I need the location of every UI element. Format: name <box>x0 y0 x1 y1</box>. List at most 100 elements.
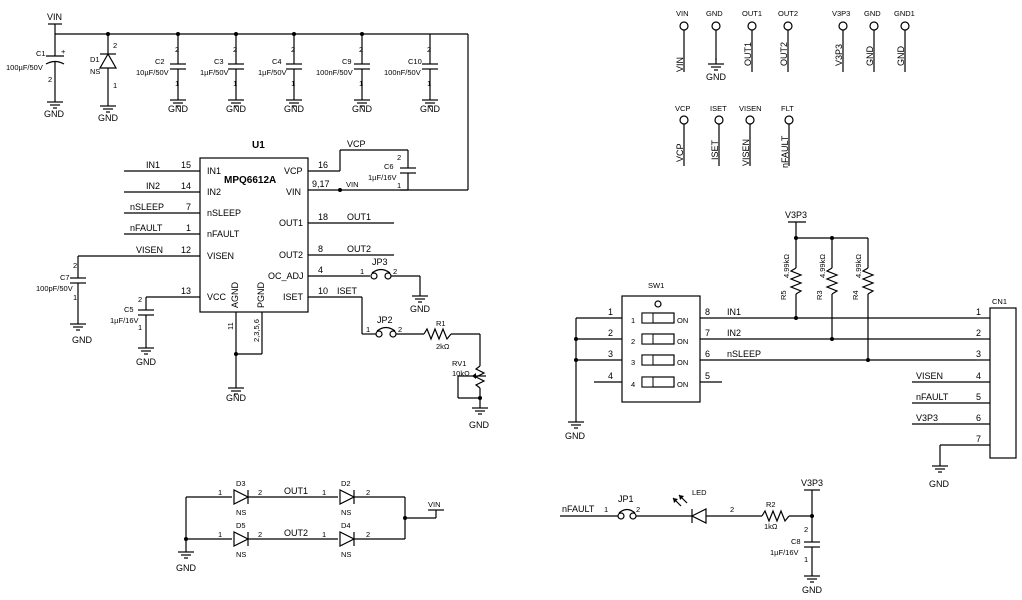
tp-gnd1-side: GND <box>896 46 906 67</box>
r4-value: 4.99kΩ <box>854 254 863 278</box>
tp-out2-top: OUT2 <box>778 9 798 18</box>
sw1-row-4: 4 4 ON 5 <box>594 371 722 389</box>
u1-right-pins: VCP 16 VIN 9,17 VIN OUT1 18 OUT1 OUT2 8 … <box>268 160 400 302</box>
c9-value: 100nF/50V <box>316 68 353 77</box>
capacitor-c1: C1 100µF/50V + 2 GND <box>6 34 66 119</box>
c8-pin1: 1 <box>804 555 808 564</box>
c9-ref: C9 <box>342 57 352 66</box>
c3-pin2: 2 <box>233 45 237 54</box>
d2-value: NS <box>341 508 351 517</box>
r1-value: 2kΩ <box>436 342 450 351</box>
d5-pin1: 1 <box>218 530 222 539</box>
r3-ref: R3 <box>815 290 824 300</box>
jp3-pin2: 2 <box>393 267 397 276</box>
u1-driver-ic: U1 MPQ6612A IN1 15 IN1 IN2 14 IN2 nSLEEP… <box>78 140 400 403</box>
sw1-row-1: 1 1 ON 8 IN1 <box>576 307 976 325</box>
tp-gnd1-top: GND1 <box>894 9 915 18</box>
d1-value: NS <box>90 67 100 76</box>
tp-visen-top: VISEN <box>739 104 762 113</box>
u1-pin-out1: OUT1 <box>279 218 303 228</box>
nsleep-net-label: nSLEEP <box>130 202 164 212</box>
tp-gnd2-top: GND <box>864 9 881 18</box>
diode-vin-label: VIN <box>428 500 441 509</box>
clamp-diodes: GND D3 NS 1 2 OUT1 1 D2 NS 2 D5 NS 1 2 O… <box>176 479 444 573</box>
c1-gnd-label: GND <box>44 109 65 119</box>
test-points-row-1: VIN VIN GND GND OUT1 OUT1 OUT2 OUT2 V3P3… <box>675 9 915 82</box>
iset-network: JP2 1 2 R1 2kΩ RV1 10kΩ GND <box>361 297 490 430</box>
tp-vcp-side: VCP <box>675 143 685 162</box>
tp-out2-side: OUT2 <box>779 42 789 66</box>
jp2-pin2: 2 <box>398 325 402 334</box>
c9-gnd-label: GND <box>352 104 373 114</box>
sw1-pin-3: 3 <box>608 349 613 359</box>
led-nfault-label: nFAULT <box>562 504 595 514</box>
c10-pin1: 1 <box>427 79 431 88</box>
d2-pin2: 2 <box>366 488 370 497</box>
c5-value: 1µF/16V <box>110 316 139 325</box>
u1-pin-nfault: nFAULT <box>207 229 240 239</box>
tp-out1-top: OUT1 <box>742 9 762 18</box>
c7-value: 100pF/50V <box>36 284 73 293</box>
u1-pin-18: 18 <box>318 212 328 222</box>
rv1-value: 10kΩ <box>452 369 470 378</box>
cn1-net-visen: VISEN <box>916 371 943 381</box>
cn1-pin-1: 1 <box>976 307 981 317</box>
sw1-on-1: ON <box>677 316 688 325</box>
nfault-led-circuit: nFAULT 1 JP1 2 LED 2 R2 1kΩ V3P3 C8 1µF/… <box>560 478 823 595</box>
jumper-jp3: JP3 1 2 GND <box>360 257 431 314</box>
tp-gnd-top: GND <box>706 9 723 18</box>
sw1-pin-7: 7 <box>705 328 710 338</box>
out2-net-label: OUT2 <box>347 244 371 254</box>
d3-value: NS <box>236 508 246 517</box>
sw1-on-2: ON <box>677 337 688 346</box>
c1-ref: C1 <box>36 49 46 58</box>
tp-out1-side: OUT1 <box>743 42 753 66</box>
d2-ref: D2 <box>341 479 351 488</box>
u1-pin-vcp: VCP <box>284 166 303 176</box>
sw1-pin-8: 8 <box>705 307 710 317</box>
capacitor-c9: C9 100nF/50V 2 1 GND <box>316 34 373 114</box>
jp2-ref: JP2 <box>377 315 393 325</box>
c9-pin2: 2 <box>359 45 363 54</box>
r2-value: 1kΩ <box>764 522 778 531</box>
cn1-net-v3p3: V3P3 <box>916 413 938 423</box>
u1-pin-in1: IN1 <box>207 166 221 176</box>
sw1-pin-5: 5 <box>705 371 710 381</box>
cn1-pin-6: 6 <box>976 413 981 423</box>
d1-pin1: 1 <box>113 81 117 90</box>
c1-plus: + <box>61 47 66 56</box>
sw1-pos-4: 4 <box>631 380 635 389</box>
diode-d1: D1 NS 2 1 GND <box>90 34 119 123</box>
led-pin2: 2 <box>730 505 734 514</box>
c2-gnd-label: GND <box>168 104 189 114</box>
u1-pin-9-17: 9,17 <box>312 179 330 189</box>
tp-vin-side: VIN <box>675 57 685 72</box>
tp-v3p3-side: V3P3 <box>834 44 844 66</box>
sw1-pos-2: 2 <box>631 337 635 346</box>
u1-pin-1: 1 <box>186 223 191 233</box>
cn1-ref: CN1 <box>992 297 1007 306</box>
r1-ref: R1 <box>436 319 446 328</box>
dip-switch-sw1: SW1 1 1 ON 8 IN1 2 2 ON 7 IN2 <box>565 281 976 441</box>
diode-gnd-label: GND <box>176 563 197 573</box>
led-label: LED <box>692 488 707 497</box>
tp-gnd-side: GND <box>706 72 727 82</box>
diode-out2-label: OUT2 <box>284 528 308 538</box>
u1-pin-8: 8 <box>318 244 323 254</box>
r5-value: 4.99kΩ <box>782 254 791 278</box>
rv1-ref: RV1 <box>452 359 466 368</box>
capacitor-c3: C3 1µF/50V 2 1 GND <box>200 34 247 114</box>
diode-out1-label: OUT1 <box>284 486 308 496</box>
sw1-row-3: 3 3 ON 6 nSLEEP <box>574 349 976 367</box>
sw1-pin-4: 4 <box>608 371 613 381</box>
sw1-gnd-label: GND <box>565 431 586 441</box>
nfault-net-label: nFAULT <box>130 223 163 233</box>
tp-iset-top: ISET <box>710 104 727 113</box>
c4-pin2: 2 <box>291 45 295 54</box>
c10-pin2: 2 <box>427 45 431 54</box>
u1-pin-iset: ISET <box>283 292 304 302</box>
r2-ref: R2 <box>766 500 776 509</box>
tp-visen-side: VISEN <box>741 139 751 166</box>
u1-pin-12: 12 <box>181 245 191 255</box>
r5-ref: R5 <box>779 290 788 300</box>
